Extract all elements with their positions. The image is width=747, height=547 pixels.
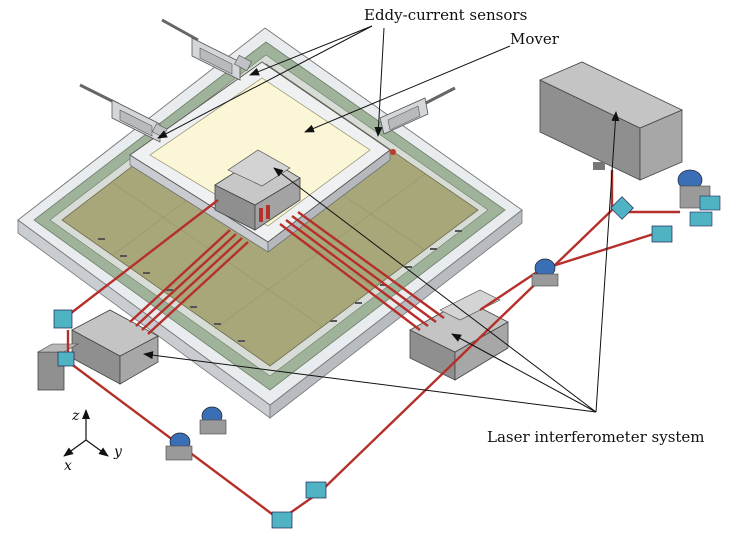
optics-cluster-right bbox=[677, 169, 721, 227]
detector-right bbox=[409, 289, 509, 381]
mirror-mount-a bbox=[531, 258, 559, 287]
callout-arrows bbox=[143, 25, 620, 413]
mirror-mount-c bbox=[165, 432, 193, 461]
prism-left-lower bbox=[57, 351, 75, 367]
prism-right bbox=[651, 225, 673, 243]
arrow-laser-to-head bbox=[273, 167, 597, 413]
stator-holes bbox=[98, 230, 462, 342]
optics bbox=[53, 169, 721, 529]
y-axis bbox=[85, 439, 109, 457]
arrow-eddy-to-right-sensor bbox=[374, 27, 385, 137]
y-axis-label: y bbox=[113, 444, 123, 460]
laser-source bbox=[539, 61, 683, 181]
arrow-laser-to-source bbox=[595, 111, 620, 413]
x-axis-label: x bbox=[64, 458, 72, 474]
label-laser-interferometer-system: Laser interferometer system bbox=[487, 428, 705, 446]
arrow-eddy-to-left-sensor bbox=[157, 25, 373, 139]
sensor-mount-top bbox=[161, 18, 252, 81]
arrow-laser-to-left-detector bbox=[143, 351, 597, 413]
label-eddy-current-sensors: Eddy-current sensors bbox=[364, 6, 527, 24]
sensor-mount-left bbox=[79, 83, 168, 143]
sensor-mount-right bbox=[379, 86, 456, 155]
prism-bottom bbox=[305, 481, 327, 499]
arrow-laser-to-right-detector bbox=[451, 333, 597, 413]
arrow-mover bbox=[304, 45, 511, 133]
mirror-mount-b bbox=[199, 406, 227, 435]
x-axis bbox=[63, 439, 87, 457]
prism-bottom-left bbox=[271, 511, 293, 529]
label-mover: Mover bbox=[510, 30, 560, 48]
z-axis-label: z bbox=[71, 408, 80, 424]
coordinate-axes bbox=[63, 409, 109, 457]
arrow-eddy-to-top-sensor bbox=[249, 25, 373, 76]
prism-left bbox=[53, 309, 73, 329]
prism-top-right bbox=[610, 196, 634, 220]
